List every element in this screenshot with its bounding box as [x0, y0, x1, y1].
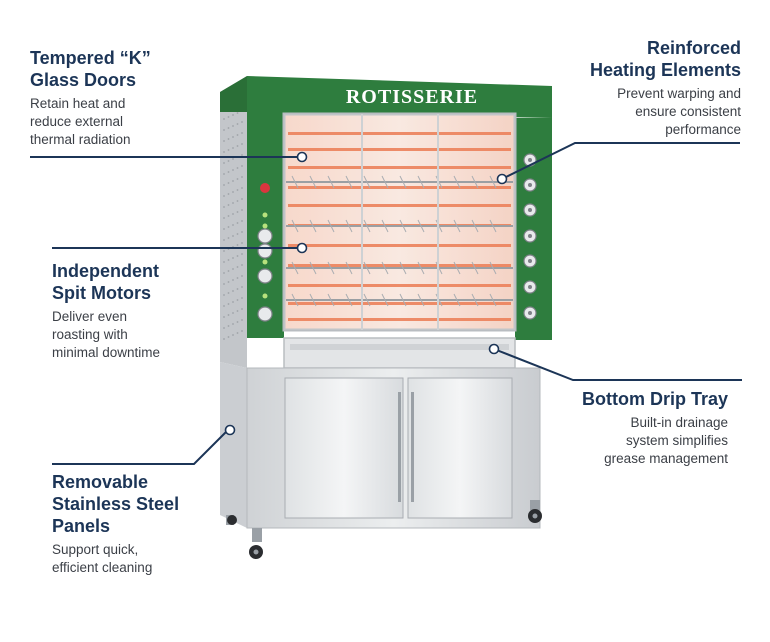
steel-panels-marker-icon: [224, 424, 236, 436]
callout-description: Retain heat and reduce external thermal …: [30, 96, 131, 147]
callout-heating-elements: Reinforced Heating Elements Prevent warp…: [590, 37, 741, 139]
callout-description: Deliver even roasting with minimal downt…: [52, 309, 161, 360]
top-header-panel: [220, 76, 552, 118]
callout-spit-motors: Independent Spit Motors Deliver even roa…: [52, 260, 160, 362]
leader-heating-elements: [501, 142, 740, 180]
callout-title: Tempered “K” Glass Doors: [30, 48, 151, 90]
callout-title: Removable Stainless Steel Panels: [52, 472, 180, 536]
leader-steel-panels: [52, 429, 229, 465]
heating-elements-marker-icon: [496, 173, 508, 185]
callout-steel-panels: Removable Stainless Steel Panels Support…: [52, 471, 179, 577]
left-side-panel: [220, 76, 247, 368]
lower-cabinet: [220, 362, 541, 529]
left-controls: [257, 183, 273, 322]
callout-drip-tray: Bottom Drip Tray Built-in drainage syste…: [582, 388, 728, 468]
callout-title: Reinforced Heating Elements: [589, 38, 741, 80]
leader-drip-tray: [493, 348, 742, 381]
right-control-column: [515, 118, 552, 340]
callout-description: Support quick, efficient cleaning: [52, 542, 153, 575]
brand-logo: ROTISSERIE: [346, 86, 478, 108]
callout-title: Independent Spit Motors: [52, 261, 159, 303]
power-indicator-icon: [260, 183, 270, 193]
callout-title: Bottom Drip Tray: [581, 389, 728, 409]
leader-lines: [30, 142, 742, 465]
leader-endpoints: [224, 151, 508, 436]
callout-description: Prevent warping and ensure consistent pe…: [617, 86, 741, 137]
oven-window: [282, 112, 517, 332]
spit-motors-marker-icon: [296, 242, 308, 254]
drip-tray: [283, 337, 516, 369]
casters: [226, 500, 542, 559]
callout-description: Built-in drainage system simplifies grea…: [604, 415, 728, 466]
callout-glass-doors: Tempered “K” Glass Doors Retain heat and…: [30, 47, 151, 149]
drip-tray-marker-icon: [488, 343, 500, 355]
glass-doors-marker-icon: [296, 151, 308, 163]
